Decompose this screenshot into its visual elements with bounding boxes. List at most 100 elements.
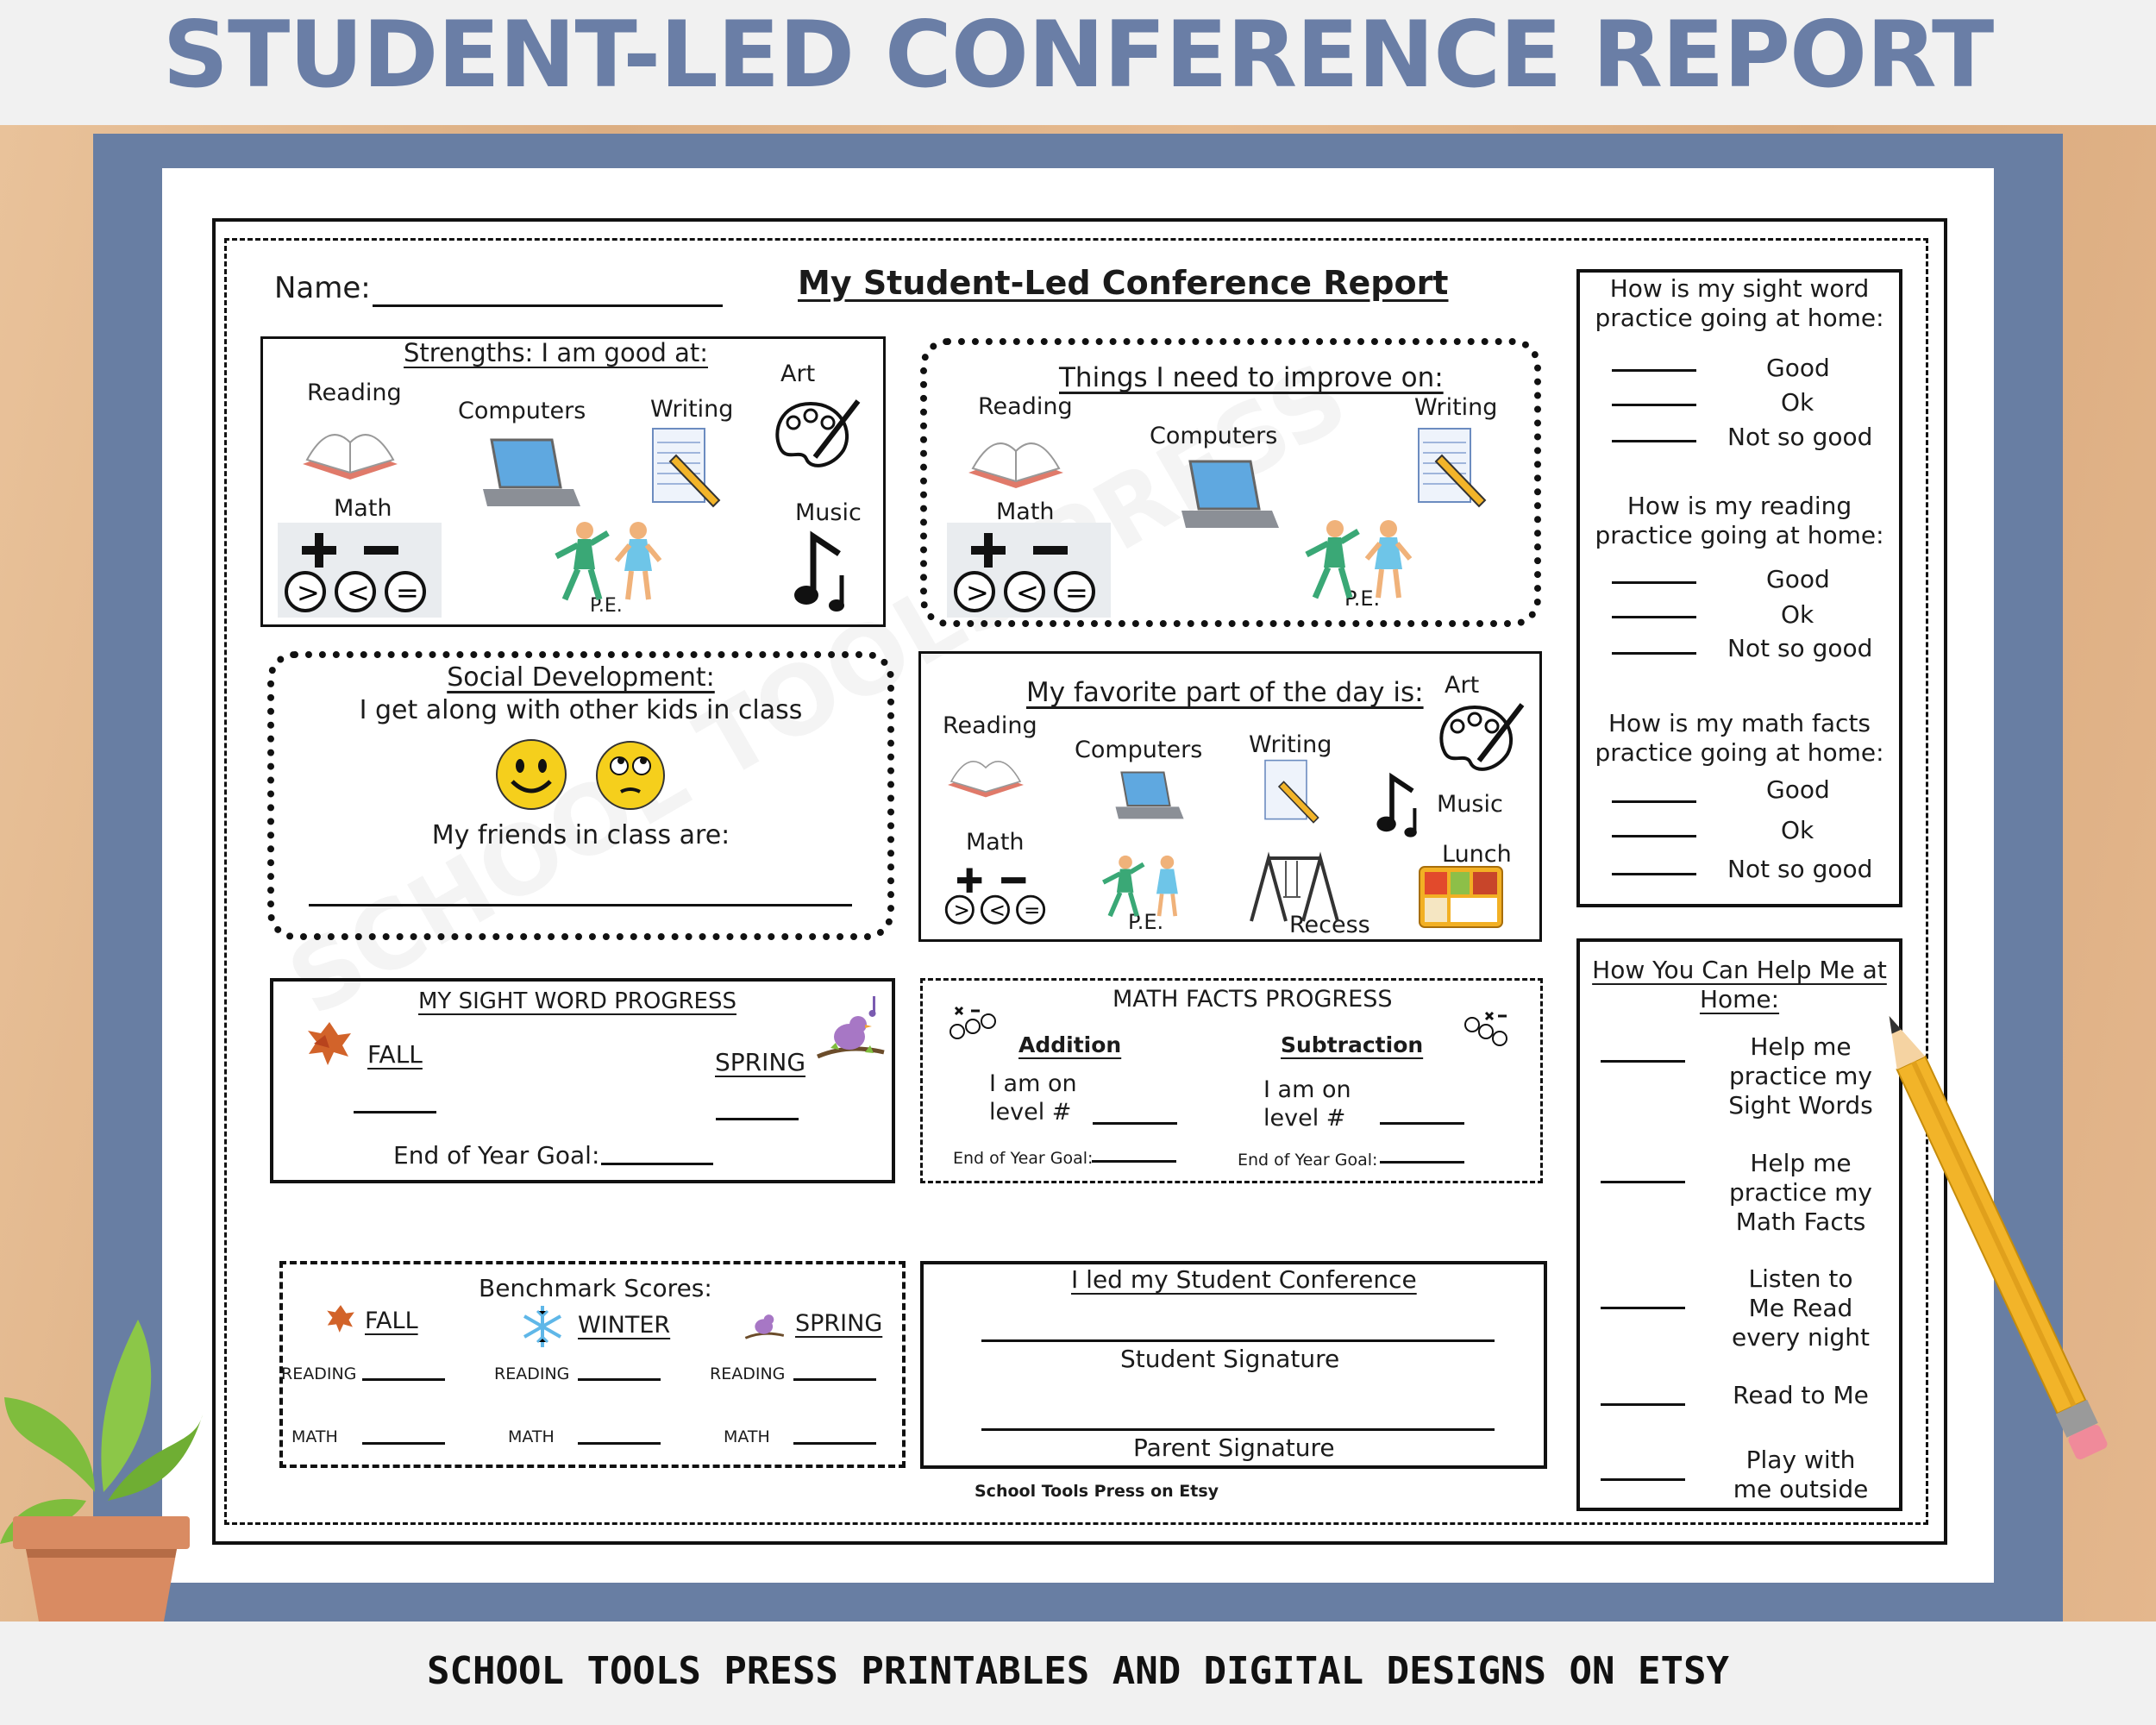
- strengths-writing: Writing: [650, 396, 734, 423]
- home-practice-box: [1576, 269, 1902, 907]
- pe-kids-icon: [1305, 520, 1413, 599]
- snowflake-icon: [523, 1306, 561, 1347]
- swing-set-icon: [1250, 851, 1339, 922]
- sight-word-progress-box: [270, 978, 895, 1183]
- strengths-computers: Computers: [458, 398, 586, 424]
- improve-title: Things I need to improve on:: [1059, 362, 1444, 393]
- benchmark-fall-reading-line[interactable]: [362, 1378, 445, 1381]
- math-symbols-icon: > < =: [944, 868, 1046, 925]
- inner-dashed-border: [224, 238, 1928, 1525]
- addition-level-line2: level #: [989, 1099, 1072, 1126]
- name-line[interactable]: [373, 304, 723, 307]
- eye-roll-face-icon: [596, 741, 665, 810]
- subtraction-label: Subtraction: [1281, 1032, 1424, 1057]
- music-note-icon: [794, 530, 844, 612]
- sight-word-spring: SPRING: [715, 1048, 806, 1076]
- pencil-icon: [1889, 1016, 2108, 1460]
- music-note-icon: [1376, 772, 1417, 837]
- help-item2-line[interactable]: [1601, 1181, 1685, 1183]
- help-item3-l1: Listen to: [1748, 1264, 1853, 1293]
- signatures-title: I led my Student Conference: [1071, 1265, 1417, 1294]
- lunch-tray-icon: [1419, 866, 1503, 928]
- favorite-music: Music: [1437, 791, 1503, 818]
- help-box: [1576, 938, 1902, 1511]
- addition-goal-line[interactable]: [1092, 1160, 1176, 1163]
- favorite-art: Art: [1445, 672, 1480, 699]
- subtraction-level-line[interactable]: [1380, 1122, 1464, 1125]
- sight-word-fall: FALL: [367, 1040, 423, 1069]
- help-item1-line[interactable]: [1601, 1060, 1685, 1063]
- help-item3-line[interactable]: [1601, 1307, 1685, 1309]
- math-ok-line[interactable]: [1612, 835, 1696, 837]
- svg-text:=: =: [396, 576, 419, 609]
- reading-not-good: Not so good: [1727, 634, 1873, 662]
- benchmark-winter: WINTER: [578, 1312, 671, 1339]
- sight-not-good-line[interactable]: [1612, 440, 1696, 442]
- reading-good-line[interactable]: [1612, 581, 1696, 584]
- social-title: Social Development:: [447, 662, 715, 693]
- sight-good-line[interactable]: [1612, 369, 1696, 372]
- math-not-good: Not so good: [1727, 855, 1873, 883]
- sight-practice-title-1: How is my sight word: [1609, 274, 1870, 303]
- parent-signature-line[interactable]: [981, 1428, 1495, 1431]
- notepad-pencil-icon: [652, 428, 721, 508]
- sight-word-goal-line[interactable]: [601, 1163, 713, 1165]
- addition-goal-label: End of Year Goal:: [953, 1149, 1094, 1168]
- signatures-box: [920, 1261, 1547, 1469]
- reading-not-good-line[interactable]: [1612, 652, 1696, 655]
- benchmark-winter-math-line[interactable]: [578, 1442, 661, 1445]
- book-icon: [948, 761, 1024, 798]
- subtraction-goal-line[interactable]: [1380, 1161, 1464, 1164]
- improve-math: Math: [996, 499, 1055, 525]
- improve-reading: Reading: [978, 393, 1073, 420]
- sight-word-fall-line[interactable]: [354, 1111, 436, 1113]
- spring-bird-icon: [817, 996, 885, 1059]
- potted-plant-icon: [0, 1320, 203, 1622]
- addition-level-line[interactable]: [1093, 1122, 1177, 1125]
- name-label: Name:: [274, 271, 371, 305]
- benchmark-winter-reading-line[interactable]: [578, 1378, 661, 1381]
- benchmark-spring-reading-line[interactable]: [793, 1378, 876, 1381]
- friends-line[interactable]: [309, 904, 852, 906]
- benchmark-fall: FALL: [365, 1308, 418, 1334]
- help-item2-l3: Math Facts: [1735, 1208, 1866, 1236]
- sight-ok-line[interactable]: [1612, 404, 1696, 406]
- laptop-icon: [1181, 460, 1279, 528]
- benchmark-fall-math-line[interactable]: [362, 1442, 445, 1445]
- palette-icon: [775, 399, 861, 467]
- sight-word-spring-line[interactable]: [716, 1118, 799, 1120]
- social-line1: I get along with other kids in class: [359, 695, 803, 725]
- sight-word-progress-title: MY SIGHT WORD PROGRESS: [418, 988, 736, 1014]
- math-good-line[interactable]: [1612, 800, 1696, 803]
- subtraction-level-line1: I am on: [1263, 1076, 1351, 1103]
- laptop-icon: [1115, 771, 1184, 819]
- laptop-icon: [483, 438, 580, 506]
- svg-text:<: <: [1016, 576, 1039, 609]
- strengths-reading: Reading: [307, 380, 402, 406]
- math-operators-icon: [950, 1006, 996, 1039]
- math-facts-progress-title: MATH FACTS PROGRESS: [1112, 986, 1393, 1013]
- svg-text:=: =: [1065, 576, 1088, 609]
- benchmark-fall-reading: READING: [281, 1364, 357, 1383]
- pe-kids-icon: [555, 522, 662, 601]
- notepad-pencil-icon: [1264, 759, 1319, 824]
- pe-kids-icon: [1102, 855, 1178, 918]
- benchmark-spring-math-line[interactable]: [793, 1442, 876, 1445]
- palette-icon: [1439, 703, 1525, 771]
- help-item4-line[interactable]: [1601, 1403, 1685, 1406]
- help-title-2: Home:: [1699, 985, 1780, 1013]
- outer-border: [212, 218, 1947, 1545]
- svg-text:>: >: [297, 576, 320, 609]
- benchmark-spring-reading: READING: [710, 1364, 786, 1383]
- improve-box: [920, 338, 1541, 627]
- student-signature-line[interactable]: [981, 1339, 1495, 1342]
- reading-ok-line[interactable]: [1612, 616, 1696, 618]
- credit-text: School Tools Press on Etsy: [975, 1482, 1219, 1501]
- subtraction-level-line2: level #: [1263, 1105, 1346, 1132]
- help-item5-l1: Play with: [1745, 1446, 1856, 1474]
- help-item5-line[interactable]: [1601, 1478, 1685, 1481]
- strengths-title: Strengths: I am good at:: [404, 338, 708, 367]
- smile-face-icon: [496, 739, 567, 810]
- math-not-good-line[interactable]: [1612, 873, 1696, 875]
- sight-practice-title-2: practice going at home:: [1595, 304, 1884, 332]
